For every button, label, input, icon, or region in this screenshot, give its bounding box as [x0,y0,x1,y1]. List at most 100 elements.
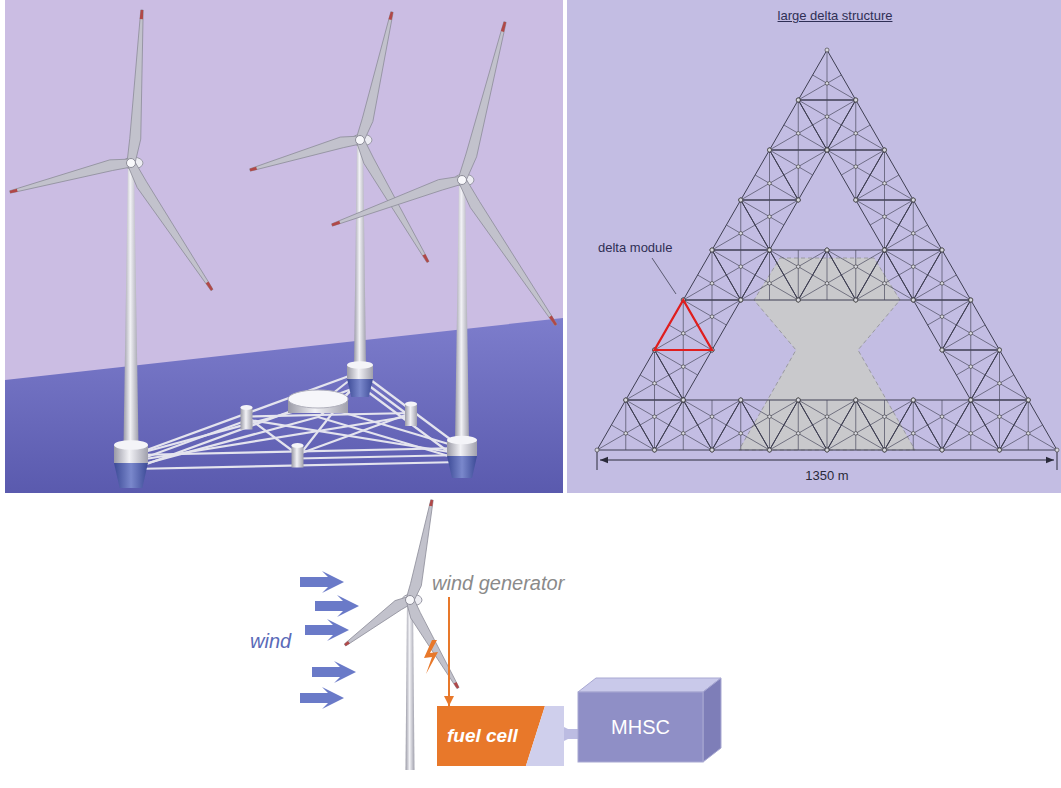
truss-grid [741,400,799,450]
floating-wind-farm-render [5,0,563,493]
truss-grid [913,225,927,233]
truss-grid [827,100,885,150]
truss-grid [655,350,684,367]
truss-grid [798,150,827,167]
truss-grid [712,317,713,350]
truss-grid [884,200,885,217]
truss-grid [883,248,887,252]
truss-grid [798,125,812,133]
truss-grid [827,100,828,117]
truss-grid [970,367,971,400]
truss-grid [998,448,1002,452]
truss-grid [827,83,856,100]
turbine-figure [206,282,213,291]
floating-platform [241,408,253,430]
truss-grid [883,148,887,152]
truss-grid [942,275,956,283]
truss-grid [971,425,985,433]
truss-grid [768,448,772,452]
truss-grid [827,283,828,300]
truss-grid [739,198,743,202]
truss-grid [798,250,799,267]
truss-grid [739,148,801,202]
truss-grid [885,200,943,250]
truss-grid [942,400,1000,450]
truss-grid [883,215,887,219]
truss-grid [885,200,914,217]
truss-grid [969,432,973,436]
truss-grid [683,250,741,300]
truss-grid [825,415,829,419]
container-shape [578,692,703,762]
truss-grid [883,448,887,452]
truss-grid [940,315,944,319]
truss-grid [770,150,799,167]
truss-grid [798,100,827,117]
truss-grid [813,275,827,283]
truss-grid [827,250,828,283]
dimension-line [600,460,1054,461]
turbine-figure [10,10,557,488]
truss-grid [969,398,973,402]
truss-grid [883,148,887,152]
truss-grid [769,400,770,417]
wind-arrow [315,595,359,617]
turbine-figure [10,159,132,193]
truss-grid [798,250,856,300]
truss-grid [740,200,741,233]
truss-grid [755,275,769,283]
turbine-figure [10,189,18,193]
truss-grid [911,398,915,402]
truss-grid [669,367,683,375]
truss-grid [856,267,870,275]
truss-grid [740,267,741,300]
truss-grid [654,350,655,383]
truss-grid [911,232,915,236]
truss-grid [911,298,973,352]
truss-grid [768,148,772,152]
truss-grid [768,448,772,452]
truss-grid [985,375,999,383]
floating-platform [405,402,417,407]
truss-grid [969,398,973,402]
truss-grid [854,165,858,169]
truss-grid [681,332,685,336]
truss-grid [710,315,714,319]
floating-platform [241,405,253,410]
truss-grid [999,400,1000,417]
truss-grid [1026,398,1030,402]
truss-grid [885,417,899,425]
truss-grid [739,398,801,452]
truss-grid [970,300,971,333]
truss-grid [899,225,913,233]
truss-grid [683,400,712,417]
wind-arrow [312,661,356,683]
truss-grid [681,248,743,302]
truss-grid [885,183,914,200]
truss-grid [942,300,1000,350]
truss-grid [913,233,942,250]
truss-grid [755,417,769,425]
truss-grid [683,433,684,450]
module-label: delta module [598,240,672,255]
truss-grid [768,148,772,152]
truss-grid [870,275,884,283]
truss-grid [911,298,915,302]
truss-grid [798,250,827,267]
truss-grid [942,417,956,425]
truss-grid [970,400,971,433]
truss-grid [768,248,772,252]
truss-grid [597,400,655,450]
truss-grid [739,298,743,302]
truss-grid [698,417,712,425]
truss-grid [768,448,772,452]
truss-grid [798,433,799,450]
truss-grid [827,75,841,83]
truss-grid [825,282,829,286]
truss-grid [985,417,999,425]
truss-grid [885,217,899,225]
truss-grid [969,298,973,302]
truss-grid [942,317,956,325]
truss-grid [854,98,858,102]
truss-grid [854,198,916,252]
